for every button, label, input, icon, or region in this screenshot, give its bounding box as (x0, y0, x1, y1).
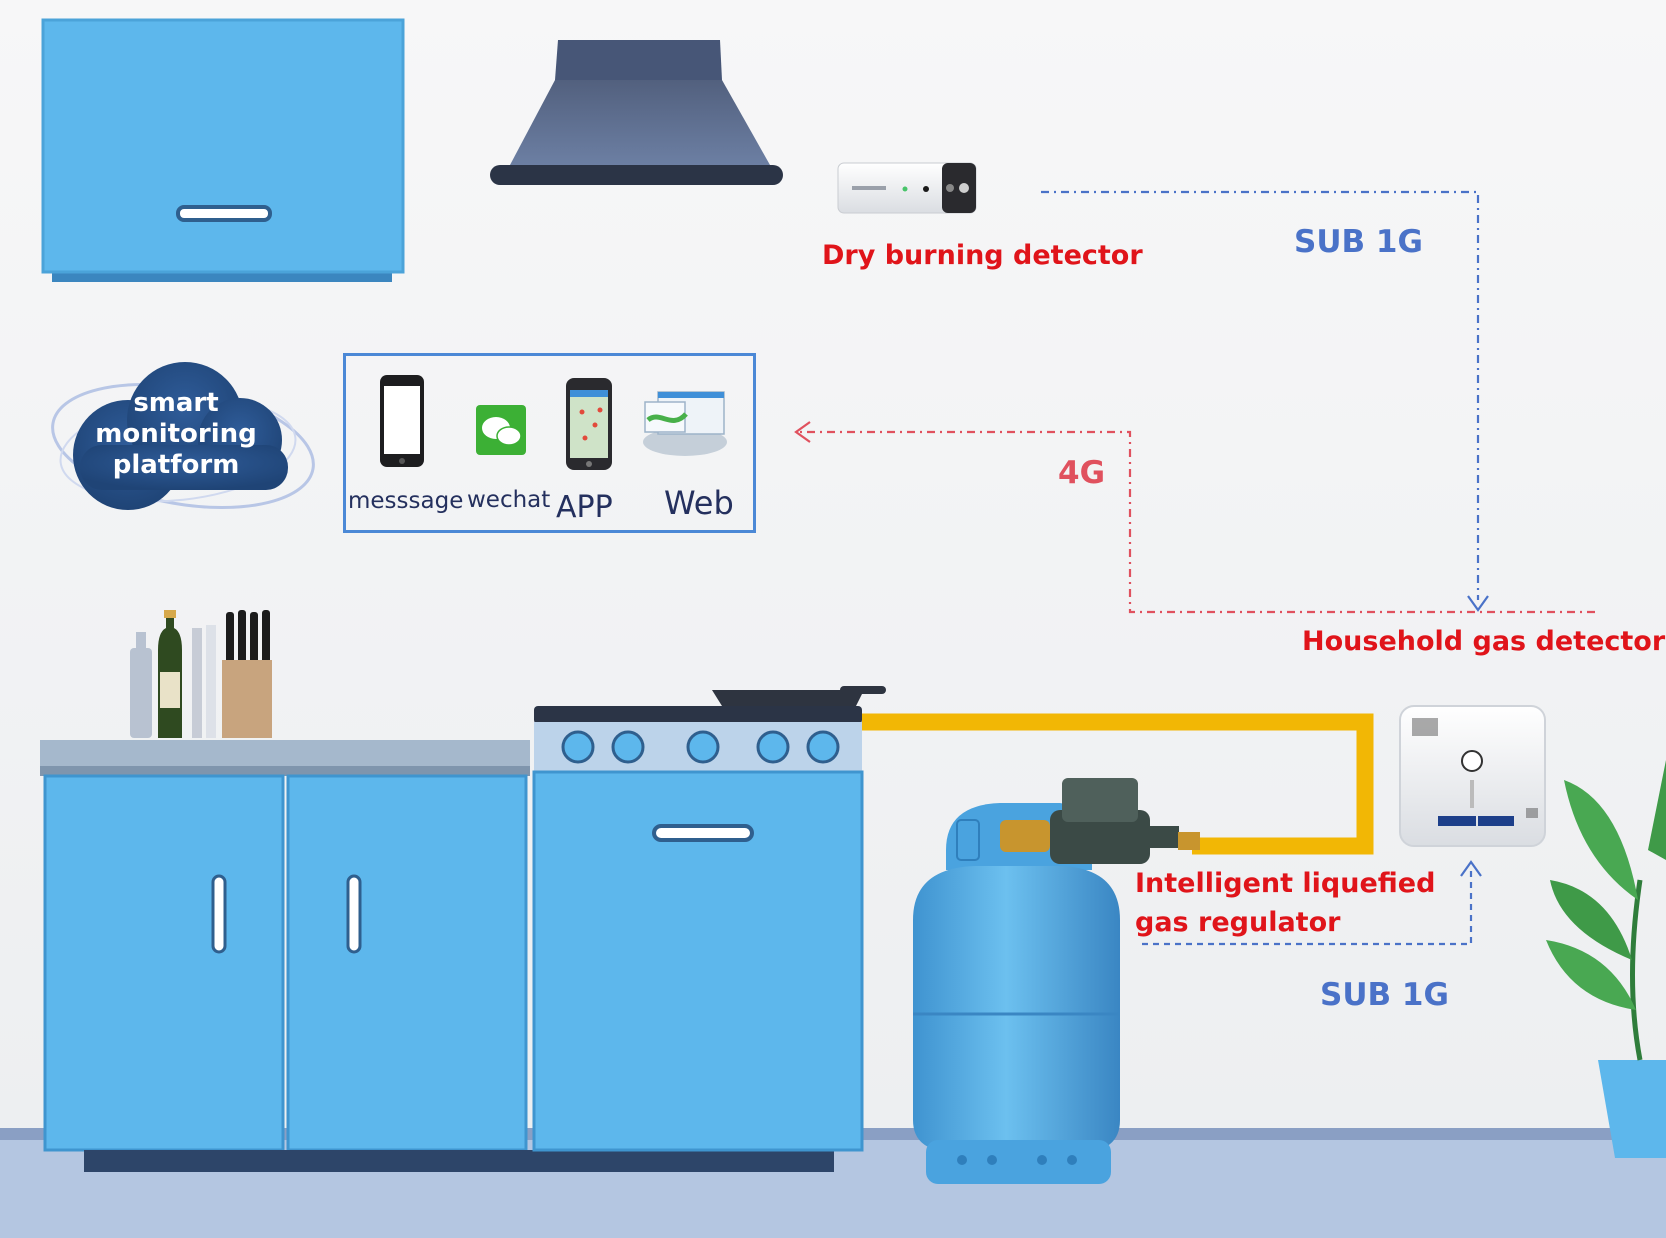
lower-cabinet-icon (40, 740, 834, 1172)
app-phone-icon (566, 378, 612, 470)
stove-icon (532, 706, 864, 1152)
knife-block-icon (192, 610, 272, 738)
message-label: messsage (348, 488, 464, 514)
dry-burning-detector-icon (837, 162, 977, 214)
wechat-icon (476, 405, 526, 455)
gas-pipe-icon (862, 713, 1374, 855)
4g-label: 4G (1058, 455, 1106, 491)
dry-burning-detector-label: Dry burning detector (822, 240, 1143, 271)
gas-detector-icon (1399, 705, 1546, 847)
household-gas-detector-label: Household gas detector (1302, 626, 1666, 657)
sub1g-bottom-label: SUB 1G (1320, 977, 1449, 1013)
regulator-valve-icon (1000, 778, 1200, 864)
sub1g-top-label: SUB 1G (1294, 224, 1423, 260)
web-icon (643, 391, 727, 456)
4g-link (798, 430, 1595, 614)
regulator-label-line-2: gas regulator (1135, 907, 1341, 938)
platform-label: smart monitoring platform (70, 388, 282, 481)
bottles-icon (130, 610, 182, 738)
pan-icon (712, 686, 886, 706)
phone-icon (380, 375, 424, 467)
gas-cylinder-icon (913, 803, 1120, 1184)
app-label: APP (556, 490, 613, 525)
notification-channels-box (343, 353, 756, 533)
range-hood-icon (490, 40, 783, 185)
cloud-icon (51, 362, 315, 510)
web-label: Web (664, 484, 734, 522)
cabinet-icon (41, 18, 405, 282)
regulator-label-line-1: Intelligent liquefied (1135, 868, 1436, 899)
wechat-label: wechat (467, 487, 551, 513)
platform-line-1: smart (133, 388, 219, 418)
platform-line-2: monitoring (95, 419, 257, 449)
plant-icon (1546, 760, 1666, 1158)
platform-line-3: platform (112, 450, 240, 480)
sub1g-top-link (1041, 190, 1480, 600)
